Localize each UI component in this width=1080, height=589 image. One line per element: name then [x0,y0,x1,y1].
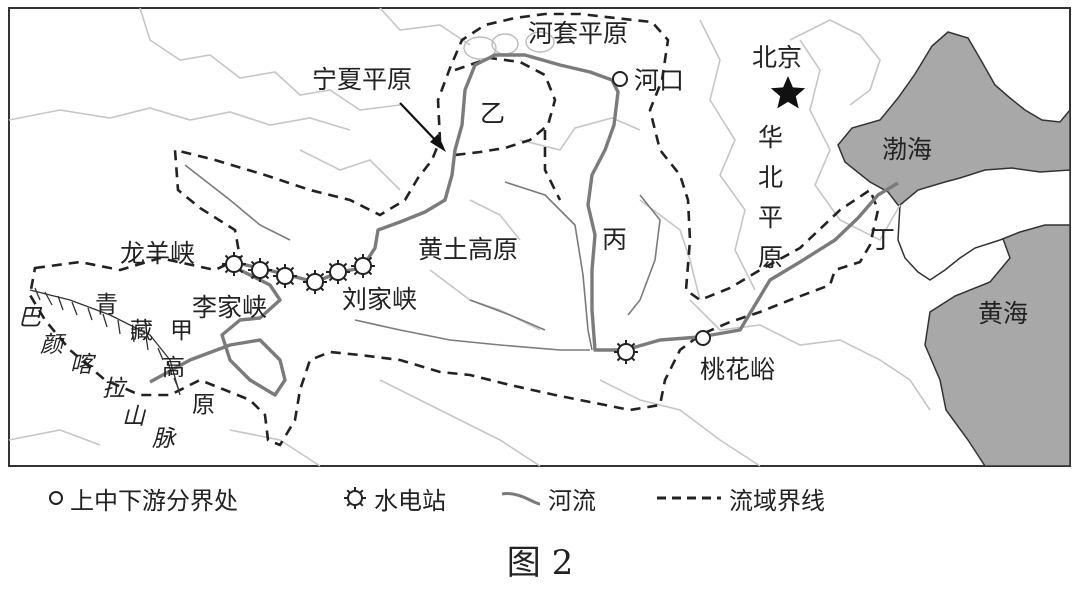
label-qingzang-1: 青 [95,292,118,318]
hydro-stations [222,252,638,364]
label-bohai: 渤海 [882,135,932,164]
label-qingzang-3: 高 [162,355,185,381]
basin-inner-divide-2 [543,130,562,201]
label-ningxia-plain: 宁夏平原 [312,65,412,94]
label-huabei-3: 平 [758,203,783,232]
map-legend: 上中下游分界处 水电站 河流 流域界线 [0,478,1080,518]
hekou-boundary-point [612,71,628,87]
label-liujiaxia: 刘家峡 [342,285,417,314]
legend-hydro-station-label: 水电站 [374,486,446,515]
sea-area [837,8,1071,467]
label-qingzang-2: 藏 [130,318,153,344]
label-qingzang-4: 原 [192,392,215,418]
hydro-station-icon [344,487,366,509]
legend-river: 河流 [500,478,596,518]
taohuayu-boundary-point [695,330,711,346]
legend-hydro-station: 水电站 [342,478,446,518]
legend-river-label: 河流 [548,486,596,515]
tributaries [184,164,661,351]
hydro-station-icon [273,264,297,288]
hydro-station-icon [351,254,375,278]
hydro-station-icon [326,260,350,284]
label-yi: 乙 [480,99,505,128]
river-icon [501,492,541,506]
basin-line-icon [657,496,721,500]
beijing-star-icon [770,76,806,109]
label-yellow-sea: 黄海 [978,299,1028,328]
map-frame [8,7,1071,467]
yellow-river-main [149,53,899,397]
legend-boundary-point-label: 上中下游分界处 [70,486,238,515]
label-huabei-4: 原 [758,243,783,272]
label-bayan-3: 喀 [70,352,97,378]
label-bayan-6: 脉 [152,426,177,452]
label-loess-plateau: 黄土高原 [418,235,518,264]
hydro-station-icon [222,252,246,276]
basin-inner-divide [454,56,557,157]
label-lijiaxia: 李家峡 [192,293,267,322]
label-beijing: 北京 [752,43,802,72]
legend-boundary-point: 上中下游分界处 [48,478,238,518]
figure-title: 图 2 [506,543,574,583]
label-longyangxia: 龙羊峡 [120,239,195,268]
ningxia-arrow-icon [399,102,446,152]
hydro-station-icon [248,258,272,282]
bayan-har-mountains [29,287,181,396]
yellow-river-basin-map: 河套平原 宁夏平原 河口 北京 渤海 华 北 平 原 乙 丙 丁 黄土高原 龙羊… [8,7,1071,467]
province-boundaries [8,7,931,467]
label-huabei-2: 北 [758,163,783,192]
label-bayan-5: 山 [122,404,147,430]
label-bayan-1: 巴 [18,305,43,331]
boundary-point-icon [49,491,63,505]
legend-basin-line-label: 流域界线 [729,486,825,515]
hydro-station-icon [303,270,327,294]
hetao-lakes [463,31,555,60]
label-hetao-plain: 河套平原 [528,19,628,48]
label-jia: 甲 [170,318,193,344]
basin-boundary [28,12,880,447]
label-bayan-2: 颜 [40,332,67,358]
hydro-station-icon [614,340,638,364]
label-taohuayu: 桃花峪 [700,355,775,384]
label-hekou: 河口 [634,66,684,95]
label-ding: 丁 [870,225,895,254]
legend-basin-line: 流域界线 [655,478,825,518]
label-huabei-1: 华 [758,123,783,152]
shandong-peninsula [897,167,1071,281]
label-bayan-4: 拉 [102,376,128,402]
label-bing: 丙 [602,225,627,254]
